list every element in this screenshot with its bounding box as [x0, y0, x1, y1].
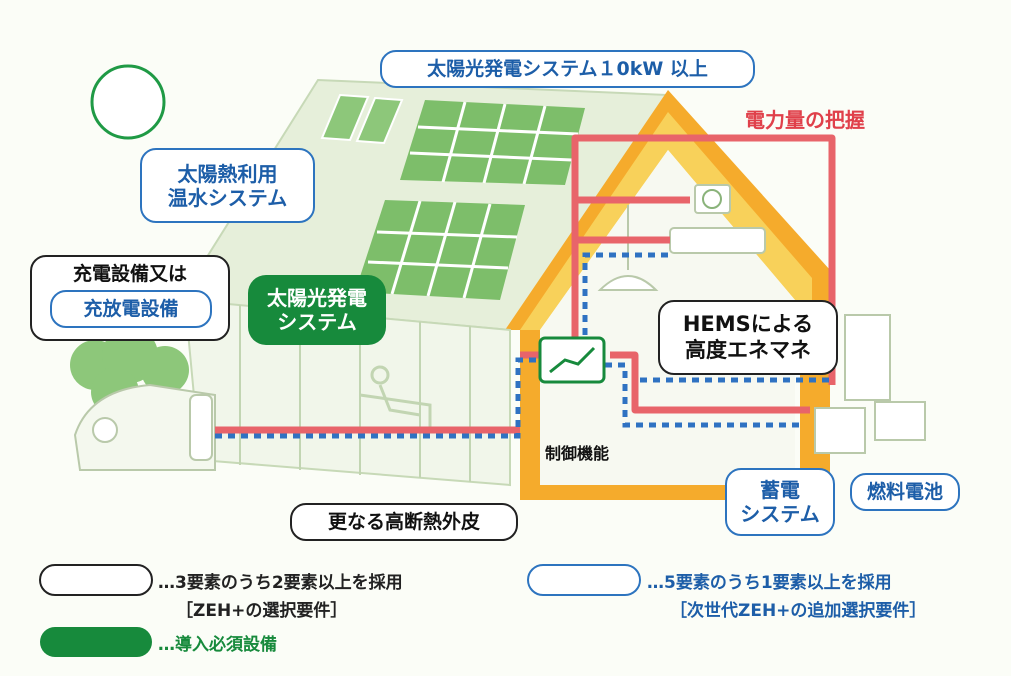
hems-label: HEMSによる 高度エネマネ — [658, 300, 838, 375]
legend-green-text: …導入必須設備 — [158, 635, 277, 655]
battery-unit — [814, 407, 866, 454]
left-wall — [520, 330, 540, 500]
ventilation-fan — [694, 184, 731, 214]
legend-blue-subtext: ［次世代ZEH+の追加選択要件］ — [670, 601, 927, 621]
gable-inner — [520, 112, 812, 330]
insulation-label: 更なる高断熱外皮 — [290, 503, 518, 541]
control-function-label: 制御機能 — [545, 444, 610, 463]
car-headlight — [92, 417, 118, 443]
refrigerator — [844, 314, 891, 401]
person-relaxing — [359, 365, 432, 430]
electric-car — [73, 383, 216, 471]
hems-monitor-icon — [538, 336, 606, 384]
battery-system-label: 蓄電 システム — [725, 468, 835, 536]
solar-thermal-label: 太陽熱利用 温水システム — [140, 148, 315, 223]
solar-panels-lower — [355, 200, 525, 300]
ceiling-lamp — [597, 275, 659, 291]
legend-blue-pill — [527, 564, 641, 596]
legend-black-subtext: ［ZEH+の選択要件］ — [176, 601, 348, 621]
control-line — [215, 252, 835, 439]
ev-charger — [189, 394, 213, 461]
solar-thermal-panels — [320, 93, 404, 145]
legend-black-pill — [39, 564, 153, 596]
fuel-cell-unit — [874, 401, 926, 441]
sun-icon — [90, 64, 166, 140]
solar-panels-upper — [400, 100, 585, 185]
v2h-label: 充放電設備 — [50, 290, 212, 328]
pv-system-label: 太陽光発電 システム — [248, 275, 386, 345]
legend-black-text: …3要素のうち2要素以上を採用 — [158, 573, 403, 593]
legend-green-pill — [40, 627, 152, 657]
air-conditioner — [669, 227, 766, 254]
charging-label: 充電設備又は — [72, 263, 187, 285]
pv-10kw-label: 太陽光発電システム１0kW 以上 — [380, 50, 755, 88]
hems-graph-icon — [549, 346, 596, 374]
power-monitoring-label: 電力量の把握 — [745, 108, 865, 132]
legend-blue-text: …5要素のうち1要素以上を採用 — [647, 573, 892, 593]
fan-icon — [702, 189, 722, 209]
fuel-cell-label: 燃料電池 — [850, 473, 960, 511]
